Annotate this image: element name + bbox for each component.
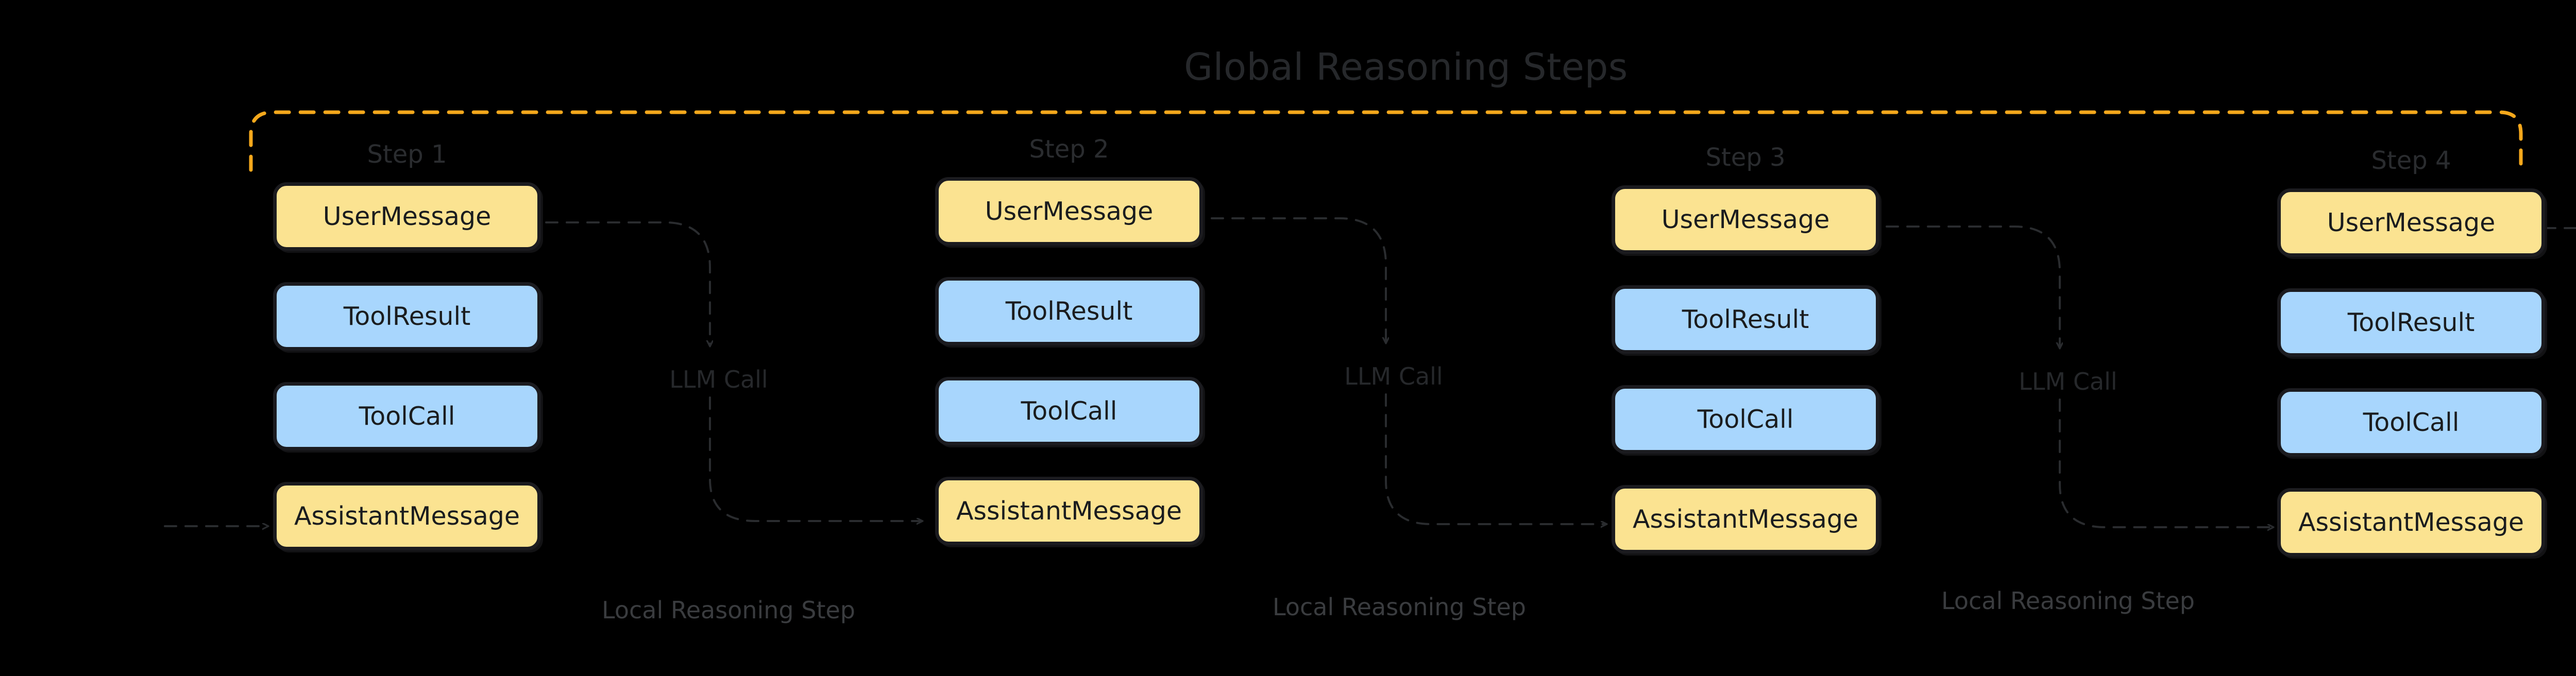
box-label: UserMessage xyxy=(2327,208,2496,237)
box-label: ToolCall xyxy=(1697,405,1794,434)
step-2-box-assistant-message[interactable]: AssistantMessage xyxy=(935,477,1203,545)
step-1-box-assistant-message[interactable]: AssistantMessage xyxy=(273,482,541,550)
step-3-box-user-message[interactable]: UserMessage xyxy=(1612,185,1879,254)
step-label-4: Step 4 xyxy=(2371,146,2451,175)
step-2-box-tool-result[interactable]: ToolResult xyxy=(935,277,1203,345)
box-label: ToolResult xyxy=(1005,297,1133,326)
step-1-box-tool-call[interactable]: ToolCall xyxy=(273,382,541,450)
step-4-box-assistant-message[interactable]: AssistantMessage xyxy=(2277,488,2545,557)
box-label: UserMessage xyxy=(1661,205,1830,234)
step-1-box-user-message[interactable]: UserMessage xyxy=(273,182,541,251)
llm-call-label-3: LLM Call xyxy=(2019,368,2117,395)
box-label: ToolResult xyxy=(1682,305,1809,334)
box-label: ToolCall xyxy=(1021,396,1117,426)
step-2-box-tool-call[interactable]: ToolCall xyxy=(935,377,1203,445)
step-label-2: Step 2 xyxy=(1029,135,1109,164)
step-4-box-user-message[interactable]: UserMessage xyxy=(2277,188,2545,257)
llm-call-label-2: LLM Call xyxy=(1344,362,1443,390)
step-label-3: Step 3 xyxy=(1705,143,1786,172)
step-label-1: Step 1 xyxy=(367,140,447,169)
page-title: Global Reasoning Steps xyxy=(1184,45,1628,89)
box-label: UserMessage xyxy=(323,202,492,231)
box-label: UserMessage xyxy=(985,197,1154,226)
box-label: AssistantMessage xyxy=(2298,508,2524,537)
step-3-box-tool-result[interactable]: ToolResult xyxy=(1612,285,1879,354)
step-2-box-user-message[interactable]: UserMessage xyxy=(935,177,1203,246)
box-label: ToolCall xyxy=(359,402,455,431)
step-4-box-tool-call[interactable]: ToolCall xyxy=(2277,388,2545,457)
local-reasoning-step-label-2: Local Reasoning Step xyxy=(1273,593,1526,621)
global-reasoning-frame xyxy=(249,110,2523,172)
local-reasoning-step-label-3: Local Reasoning Step xyxy=(1941,587,2195,615)
box-label: AssistantMessage xyxy=(294,501,520,531)
box-label: ToolResult xyxy=(2347,308,2475,337)
box-label: ToolResult xyxy=(343,302,471,331)
llm-call-label-1: LLM Call xyxy=(669,366,768,393)
local-reasoning-step-label-1: Local Reasoning Step xyxy=(602,596,855,624)
step-3-box-tool-call[interactable]: ToolCall xyxy=(1612,385,1879,454)
box-label: AssistantMessage xyxy=(956,496,1182,526)
box-label: ToolCall xyxy=(2363,408,2460,437)
step-3-box-assistant-message[interactable]: AssistantMessage xyxy=(1612,485,1879,553)
step-1-box-tool-result[interactable]: ToolResult xyxy=(273,282,541,351)
step-4-box-tool-result[interactable]: ToolResult xyxy=(2277,288,2545,357)
box-label: AssistantMessage xyxy=(1633,505,1858,534)
